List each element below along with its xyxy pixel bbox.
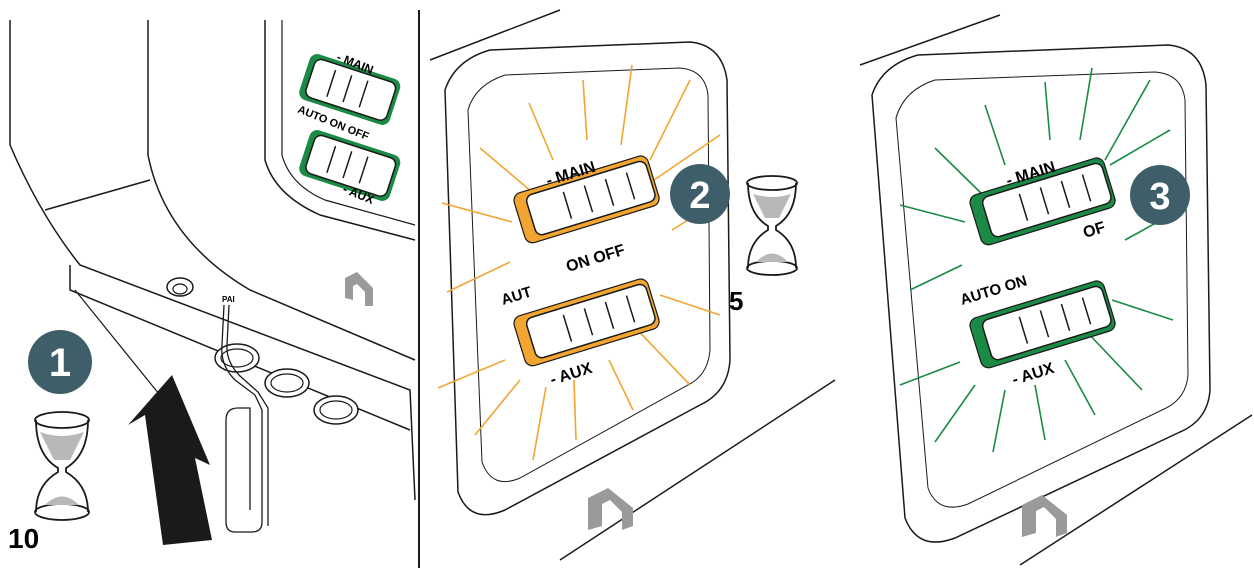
hourglass-icon [747,176,797,275]
pai-label: PAI [222,295,235,304]
step-badge-3: 3 [1130,165,1190,225]
hourglass-icon [35,412,89,520]
panel-step-2: - MAIN ON OFF AUT - AUX 2 5 [430,10,835,560]
step-badge-2: 2 [670,164,730,224]
reset-button [167,278,193,296]
brand-logo-icon [345,272,373,306]
arrow-up-icon [128,375,212,545]
cable-gland [314,396,358,424]
step-badge-1: 1 [28,330,92,394]
panel-step-1: - MAIN AUTO ON OFF - AUX PAI [8,20,415,554]
wait-time-label: 5 [729,286,743,316]
svg-text:2: 2 [689,175,710,217]
svg-text:3: 3 [1149,176,1170,218]
paperclip-tool-icon [222,305,268,532]
svg-text:1: 1 [49,341,71,385]
panel-step-3: - MAIN OF AUTO ON - AUX 3 [860,15,1252,565]
wait-time-label: 10 [8,523,39,554]
cable-gland [265,369,309,397]
brand-logo-icon [588,488,633,530]
